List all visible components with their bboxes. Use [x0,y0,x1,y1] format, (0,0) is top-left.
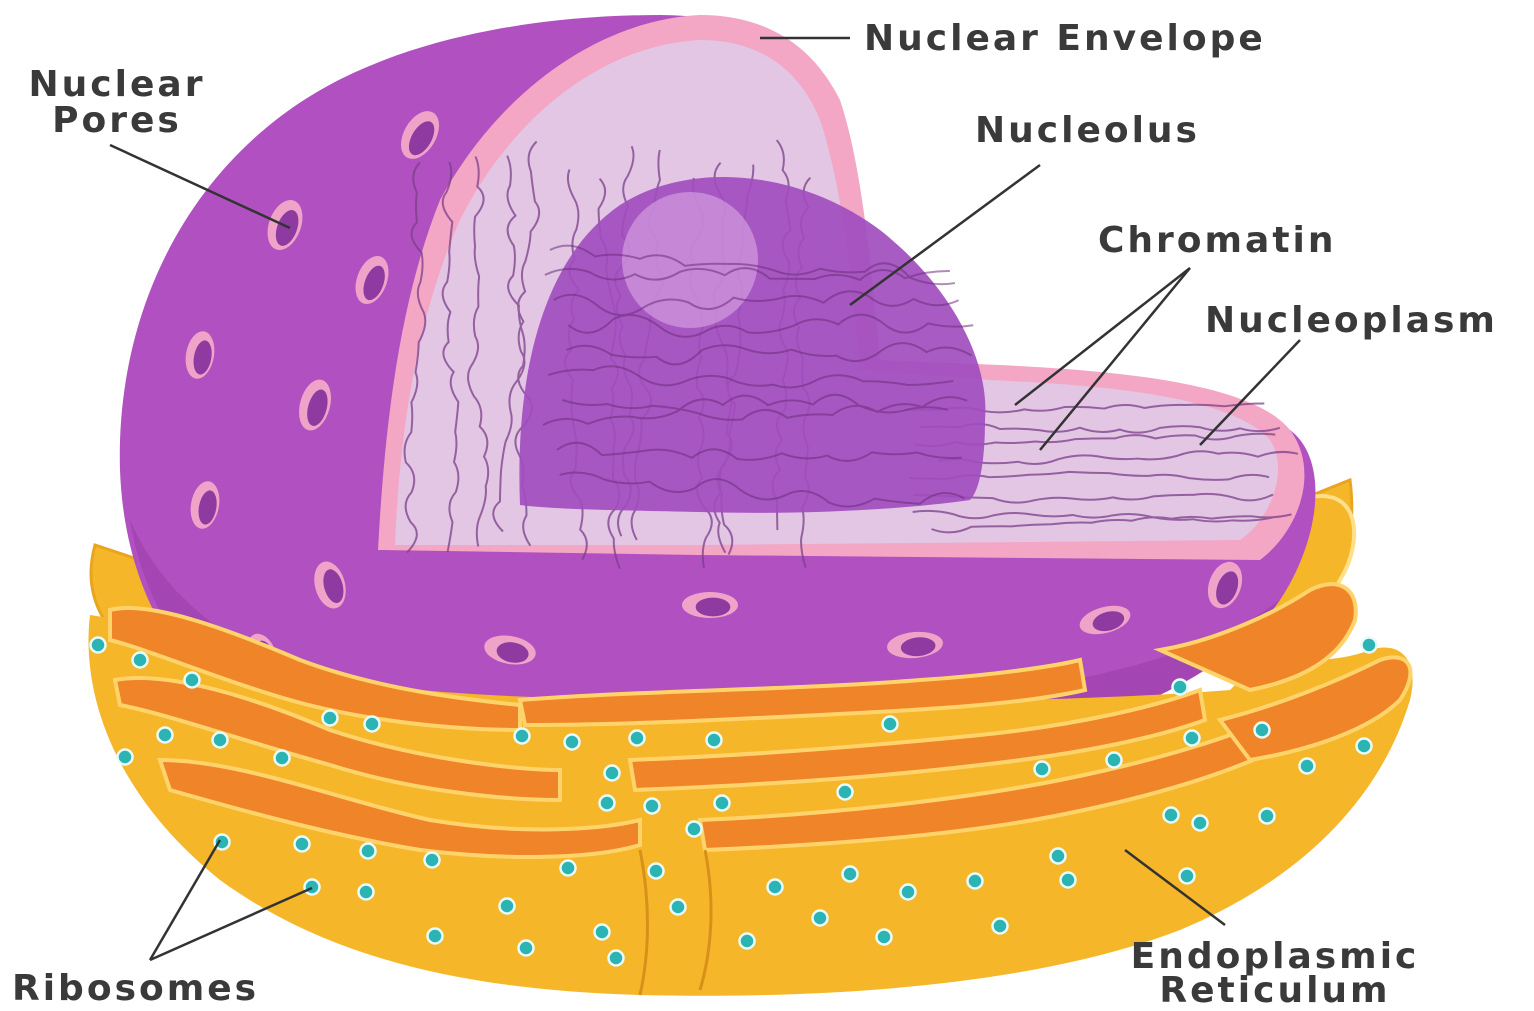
label-er-line2: Reticulum [1110,972,1440,1010]
ribosome [877,930,892,945]
ribosome [428,929,443,944]
ribosome [1357,739,1372,754]
ribosome [118,750,133,765]
ribosome [649,864,664,879]
ribosome [158,728,173,743]
ribosome [715,796,730,811]
ribosome [185,673,200,688]
ribosome [707,733,722,748]
ribosome [609,951,624,966]
ribosome [1362,638,1377,653]
ribosome [1255,723,1270,738]
ribosome [605,766,620,781]
ribosome [519,941,534,956]
ribosome [500,899,515,914]
ribosome [901,885,916,900]
ribosome [565,735,580,750]
ribosome [305,880,320,895]
ribosome [645,799,660,814]
ribosome [813,911,828,926]
ribosome [1173,680,1188,695]
ribosome [295,837,310,852]
ribosome [365,717,380,732]
ribosome [213,733,228,748]
ribosome [630,731,645,746]
label-ribosomes: Ribosomes [12,970,259,1008]
ribosome [361,844,376,859]
label-nuclear-pores-line1: Nuclear [22,66,212,104]
label-nuclear-pores-line2: Pores [22,102,212,140]
ribosome [91,638,106,653]
ribosome [595,925,610,940]
ribosome [515,729,530,744]
ribosome [275,751,290,766]
ribosome [1061,873,1076,888]
ribosome [1051,849,1066,864]
label-nucleolus: Nucleolus [975,112,1200,150]
ribosome [838,785,853,800]
ribosome [687,822,702,837]
label-nuclear-envelope: Nuclear Envelope [864,20,1266,58]
ribosome [968,874,983,889]
ribosome [1107,753,1122,768]
ribosome [740,934,755,949]
ribosome [671,900,686,915]
ribosome [1164,808,1179,823]
ribosome [883,717,898,732]
ribosome [843,867,858,882]
ribosome [993,919,1008,934]
leader-ribosomes-b [150,888,312,960]
ribosome [1185,731,1200,746]
ribosome [1260,809,1275,824]
ribosome [1180,869,1195,884]
ribosome [425,853,440,868]
ribosome [133,653,148,668]
label-chromatin: Chromatin [1098,222,1337,260]
nuclear-pore-opening [696,598,731,617]
ribosome [323,711,338,726]
leader-ribosomes-a [150,840,220,960]
label-nucleoplasm: Nucleoplasm [1205,302,1498,340]
ribosome [359,885,374,900]
ribosome [768,880,783,895]
ribosome [561,861,576,876]
ribosome [1300,759,1315,774]
ribosome [1035,762,1050,777]
ribosome [600,796,615,811]
ribosome [1193,816,1208,831]
